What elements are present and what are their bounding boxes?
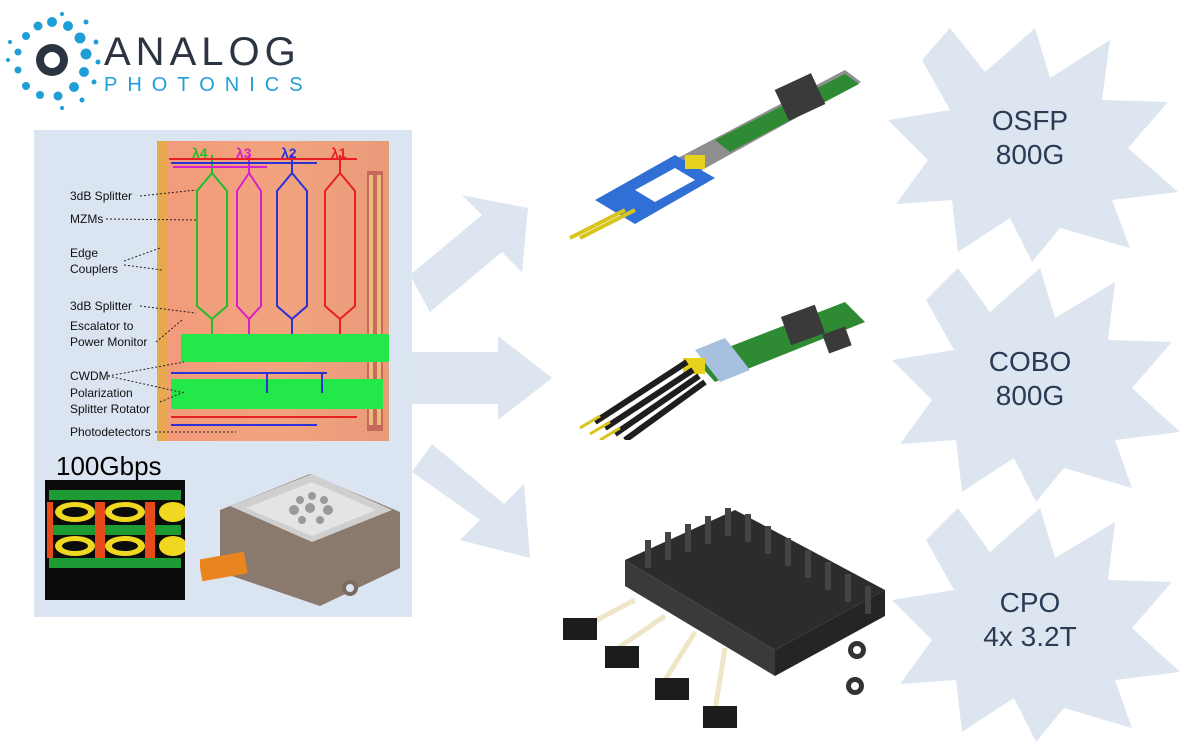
logo-line1: ANALOG (104, 30, 301, 74)
chip-label: Photodetectors (70, 425, 151, 439)
product-capacity: 800G (995, 139, 1065, 170)
product-label-cobo: COBO 800G (930, 345, 1130, 413)
chip-label: Edge (70, 246, 99, 260)
cpo-module-image (563, 508, 885, 728)
product-name: CPO (999, 587, 1061, 618)
chip-label: Couplers (70, 262, 119, 276)
lambda-label: λ3 (236, 145, 252, 161)
lambda-label: λ2 (281, 145, 297, 161)
burst-cobo (892, 268, 1180, 502)
osfp-module-image (569, 70, 861, 240)
burst-cpo (892, 508, 1180, 742)
arrow-down-right (412, 444, 530, 558)
arrow-right (412, 336, 552, 420)
logo-mark-icon (6, 12, 101, 110)
chip-label: Escalator to (70, 319, 134, 333)
product-name: OSFP (991, 105, 1069, 136)
product-label-cpo: CPO 4x 3.2T (930, 586, 1130, 654)
chip-label: Power Monitor (70, 335, 148, 349)
product-name: COBO (988, 346, 1072, 377)
chip-label: Polarization (70, 386, 133, 400)
leader-lines (105, 189, 236, 433)
chip-label: 3dB Splitter (70, 299, 133, 313)
chip-label: MZMs (70, 212, 104, 226)
logo-wordmark: ANALOG PHOTONICS (104, 32, 313, 96)
chip-label: 3dB Splitter (70, 189, 133, 203)
lambda-label: λ4 (192, 145, 208, 161)
logo-line2: PHOTONICS (104, 74, 313, 96)
optical-package-image (200, 474, 400, 606)
product-capacity: 800G (995, 380, 1065, 411)
company-logo: ANALOG PHOTONICS (0, 0, 303, 110)
cobo-module-image (579, 302, 865, 440)
arrow-up-right (410, 195, 528, 312)
product-capacity: 4x 3.2T (983, 621, 1077, 652)
data-rate-label: 100Gbps (56, 451, 162, 481)
eye-diagram-image (45, 480, 185, 600)
lambda-label: λ1 (331, 145, 347, 161)
chip-label: Splitter Rotator (70, 402, 151, 416)
pic-chip-die-image (157, 141, 389, 441)
burst-osfp (888, 28, 1178, 262)
chip-label: CWDM (70, 369, 109, 383)
product-label-osfp: OSFP 800G (930, 104, 1130, 172)
